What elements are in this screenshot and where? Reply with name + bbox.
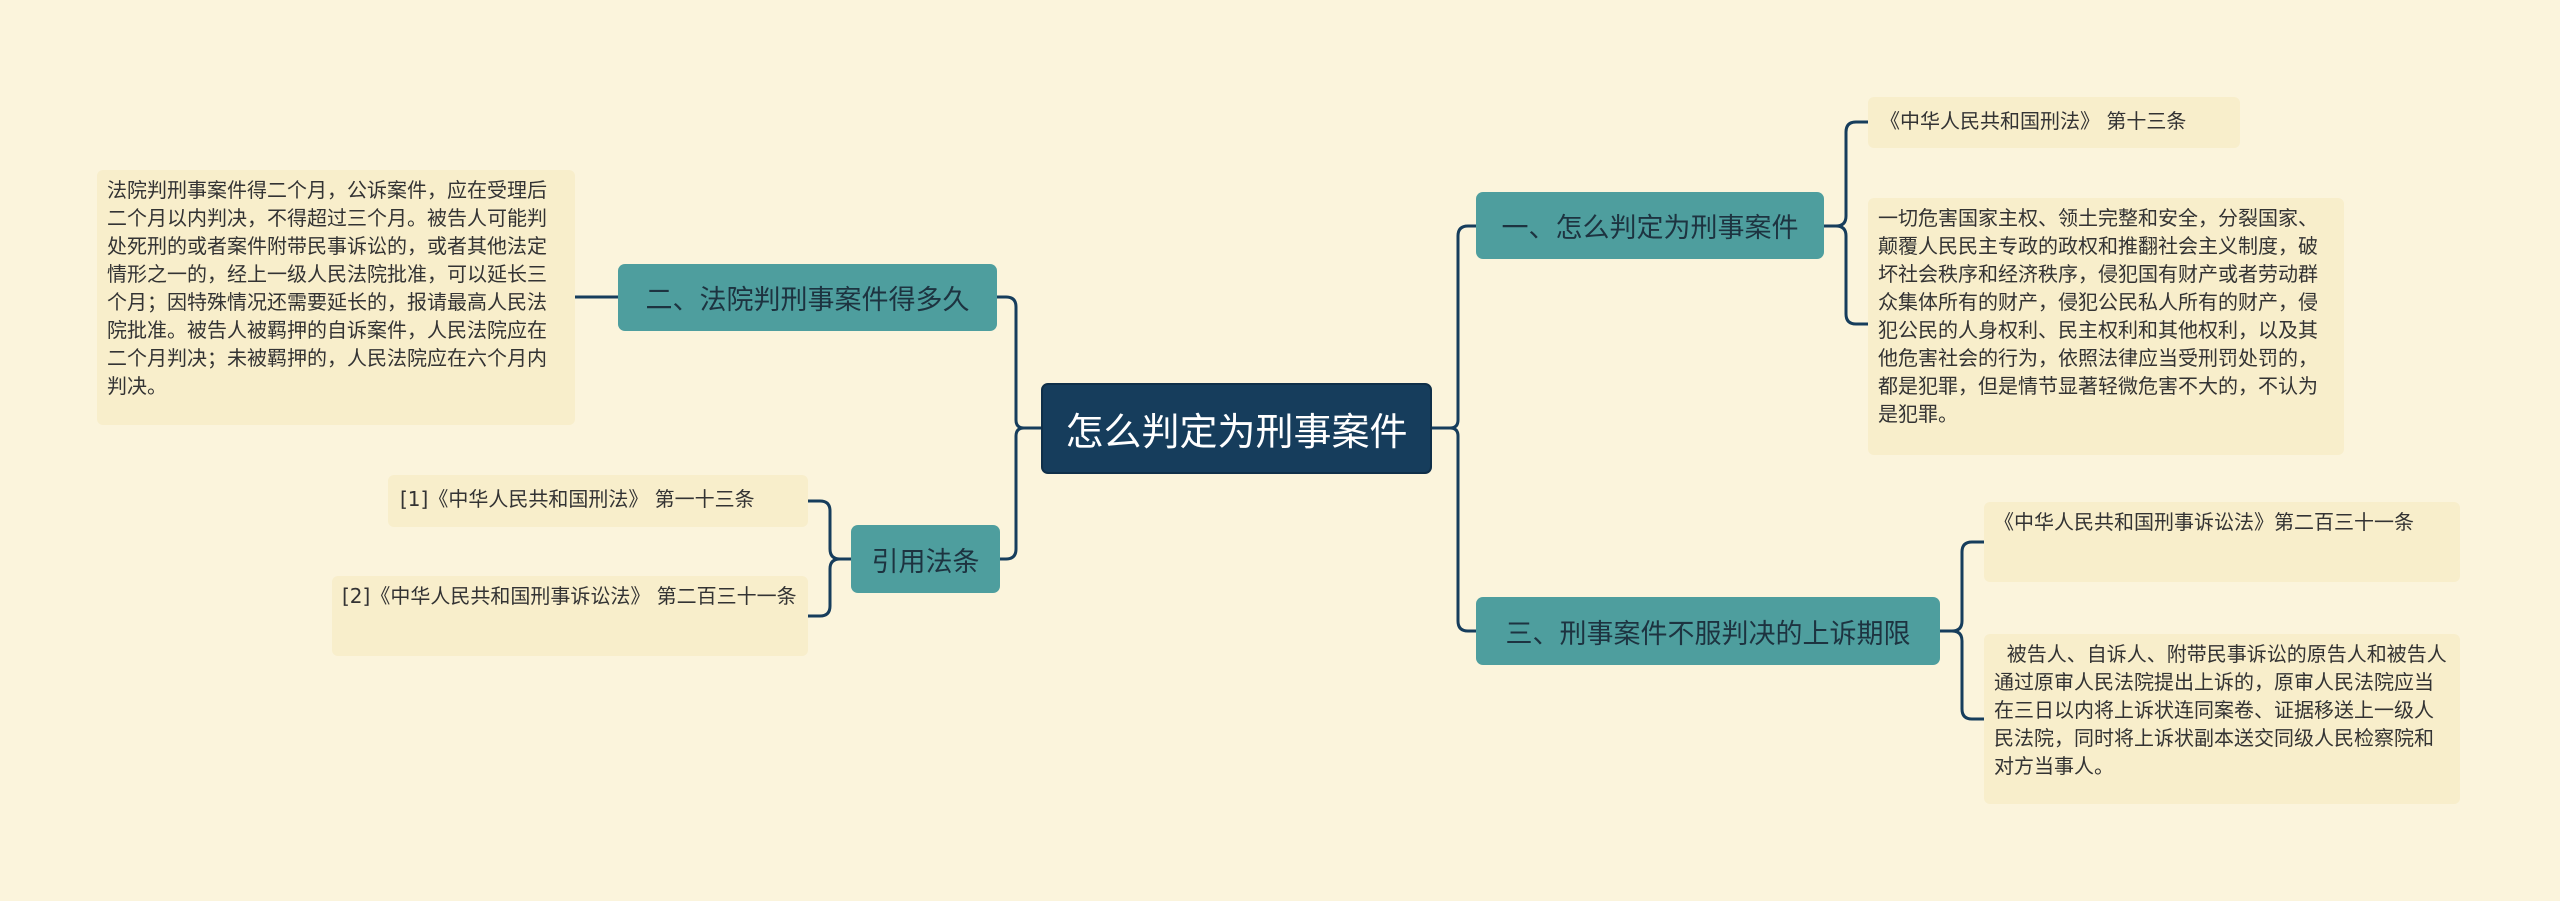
- branch-label: 引用法条: [871, 546, 980, 578]
- branch-label: 一、怎么判定为刑事案件: [1501, 213, 1799, 244]
- branch-trial-duration[interactable]: 二、法院判刑事案件得多久: [618, 264, 997, 331]
- root-topic-label: 怎么判定为刑事案件: [1065, 410, 1408, 454]
- link-b4-l7: [806, 557, 842, 618]
- leaf-citation-1[interactable]: [1]《中华人民共和国刑法》 第一十三条: [388, 475, 808, 527]
- link-root-b3: [1448, 426, 1478, 633]
- leaf-citation-2[interactable]: [2]《中华人民共和国刑事诉讼法》 第二百三十一条: [332, 576, 808, 656]
- leaf-criminal-law-article-13[interactable]: 《中华人民共和国刑法》 第十三条: [1868, 97, 2240, 148]
- link-root-b4: [998, 426, 1026, 561]
- branch-how-to-determine[interactable]: 一、怎么判定为刑事案件: [1476, 192, 1824, 259]
- branch-appeal-deadline[interactable]: 三、刑事案件不服判决的上诉期限: [1476, 597, 1940, 665]
- branch-label: 二、法院判刑事案件得多久: [645, 285, 970, 316]
- link-b3-l3: [1938, 540, 1986, 633]
- link-b4-l6: [806, 499, 853, 561]
- branch-label: 三、刑事案件不服判决的上诉期限: [1505, 618, 1911, 650]
- root-topic[interactable]: 怎么判定为刑事案件: [1041, 383, 1432, 474]
- link-b1-l2: [1834, 224, 1870, 326]
- branch-cited-laws[interactable]: 引用法条: [851, 525, 1000, 593]
- link-root-b2: [995, 295, 1043, 430]
- link-root-b1: [1430, 224, 1478, 430]
- leaf-appeal-procedure[interactable]: 被告人、自诉人、附带民事诉讼的原告人和被告人通过原审人民法院提出上诉的，原审人民…: [1984, 634, 2460, 804]
- leaf-procedure-law-article-231[interactable]: 《中华人民共和国刑事诉讼法》第二百三十一条: [1984, 502, 2460, 582]
- link-b3-l4: [1950, 629, 1986, 721]
- leaf-trial-duration-detail[interactable]: 法院判刑事案件得二个月，公诉案件，应在受理后二个月以内判决，不得超过三个月。被告…: [97, 170, 575, 425]
- leaf-crime-definition[interactable]: 一切危害国家主权、领土完整和安全，分裂国家、颠覆人民民主专政的政权和推翻社会主义…: [1868, 198, 2344, 455]
- link-b1-l1: [1822, 120, 1870, 228]
